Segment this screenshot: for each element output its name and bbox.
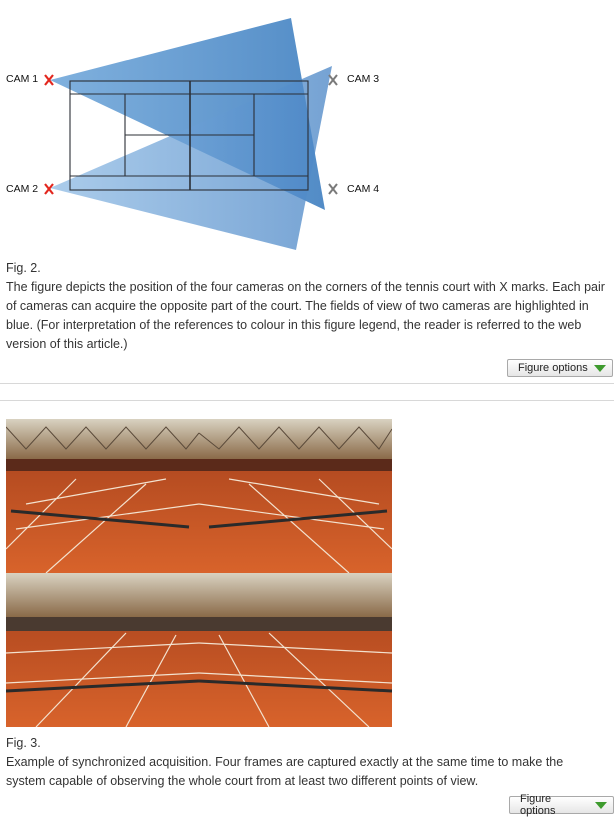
green-triangle-down-icon [595,801,607,809]
camera-frame-4 [199,573,392,727]
tennis-court [69,80,309,191]
figure-options-label: Figure options [518,362,588,374]
green-triangle-down-icon [593,364,606,372]
cam3-label: CAM 3 [347,73,380,85]
cam2-fov-cone [50,66,332,250]
figure-3-caption: Example of synchronized acquisition. Fou… [6,755,564,788]
figure-2-title: Fig. 2. [6,261,41,275]
camera-layout-diagram [44,18,338,250]
synchronized-frames-image [6,419,392,727]
camera-frame-3 [6,573,199,727]
cam2-label: CAM 2 [6,183,39,195]
figure-2-block: CAM 1 CAM 2 CAM 3 CAM 4 Fig. 2. The figu… [0,0,614,384]
camera-frame-2 [199,419,392,573]
cam4-x-icon [328,183,338,195]
figure-2-options-button[interactable]: Figure options [507,359,613,377]
cam3-x-icon [328,74,338,86]
figure-2-caption: The figure depicts the position of the f… [6,280,605,351]
cam2-x-icon [44,183,54,195]
cam1-label: CAM 1 [6,73,39,85]
cam4-label: CAM 4 [347,183,380,195]
divider [0,400,614,401]
figure-options-label: Figure options [520,793,556,817]
divider [0,383,614,384]
camera-frame-1 [6,419,199,573]
cam1-x-icon [44,74,54,86]
figure-3-title: Fig. 3. [6,736,41,750]
figure-3-options-button[interactable]: Figure options [509,793,614,817]
figure-3-block: Fig. 3. Example of synchronized acquisit… [0,400,614,820]
